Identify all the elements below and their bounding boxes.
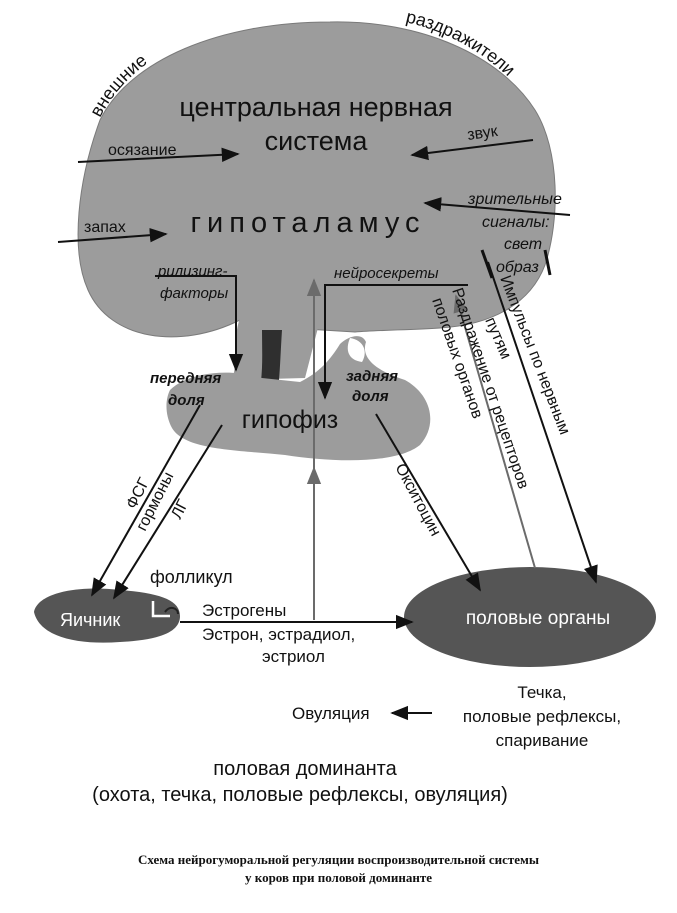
- pituitary-shape: [166, 336, 431, 461]
- touch-arrow: [77, 147, 240, 163]
- visual-label-2: сигналы:: [482, 214, 550, 231]
- lh-label: ЛГ: [168, 497, 192, 522]
- sound-label: звук: [466, 123, 500, 144]
- visual-bar-left: [480, 249, 494, 279]
- posterior-label-1: задняя: [346, 368, 398, 385]
- estrus-line-2: половые рефлексы,: [463, 707, 621, 726]
- smell-arrow: [57, 228, 168, 243]
- dominant-line-1: половая доминанта: [213, 758, 397, 780]
- visual-label-4: образ: [496, 259, 539, 276]
- releasing-label-2: факторы: [160, 285, 228, 302]
- estrogens-line-3: эстриол: [262, 647, 325, 666]
- follicle-shape: [164, 606, 179, 615]
- anterior-label-1: передняя: [150, 370, 221, 387]
- neurosecretions-arrow: [317, 284, 468, 400]
- genitals-label: половые органы: [466, 608, 610, 629]
- smell-label: запах: [84, 219, 126, 236]
- visual-bar-right: [543, 249, 552, 276]
- ovary-shape: [34, 588, 180, 643]
- sound-arrow: [410, 139, 534, 161]
- follicle-label: фолликул: [150, 567, 233, 587]
- hypothalamus-label: гипоталамус: [190, 207, 425, 239]
- ovary-label: Яичник: [60, 610, 120, 630]
- releasing-label-1: рилизинг-: [157, 263, 227, 280]
- figure-caption-2: у коров при половой доминанте: [245, 870, 432, 885]
- cns-title-1: центральная нервная: [179, 92, 452, 122]
- irritation-arrow: [453, 294, 536, 569]
- releasing-arrow: [155, 275, 244, 372]
- estrogens-line-2: Эстрон, эстрадиол,: [202, 625, 355, 644]
- neurosecretions-label: нейросекреты: [334, 265, 439, 282]
- visual-arrow: [423, 197, 571, 216]
- ovulation-label: Овуляция: [292, 704, 370, 723]
- visual-label-1: зрительные: [467, 191, 562, 208]
- fsh-arrow: [91, 404, 201, 597]
- estrogens-line-1: Эстрогены: [202, 601, 286, 620]
- estrus-line-3: спаривание: [496, 731, 589, 750]
- estrus-line-1: Течка,: [517, 683, 566, 702]
- follicle-marker: [151, 601, 170, 618]
- visual-label-3: свет: [504, 236, 542, 253]
- oxytocin-arrow: [375, 413, 481, 592]
- lh-arrow: [113, 424, 223, 600]
- anterior-label-2: доля: [168, 392, 205, 409]
- cns-shape: [77, 21, 556, 338]
- pituitary-label: гипофиз: [242, 406, 339, 434]
- oxytocin-label: Окситоцин: [391, 461, 443, 539]
- cns-title-2: система: [265, 126, 369, 156]
- pituitary-notch: [347, 338, 365, 362]
- impulses-arrow: [487, 261, 598, 584]
- genitals-shape: [404, 567, 656, 667]
- posterior-label-2: доля: [352, 388, 389, 405]
- touch-label: осязание: [108, 142, 177, 159]
- figure-caption-1: Схема нейрогуморальной регуляции воспрои…: [137, 852, 540, 867]
- dominant-line-2: (охота, течка, половые рефлексы, овуляци…: [92, 784, 508, 806]
